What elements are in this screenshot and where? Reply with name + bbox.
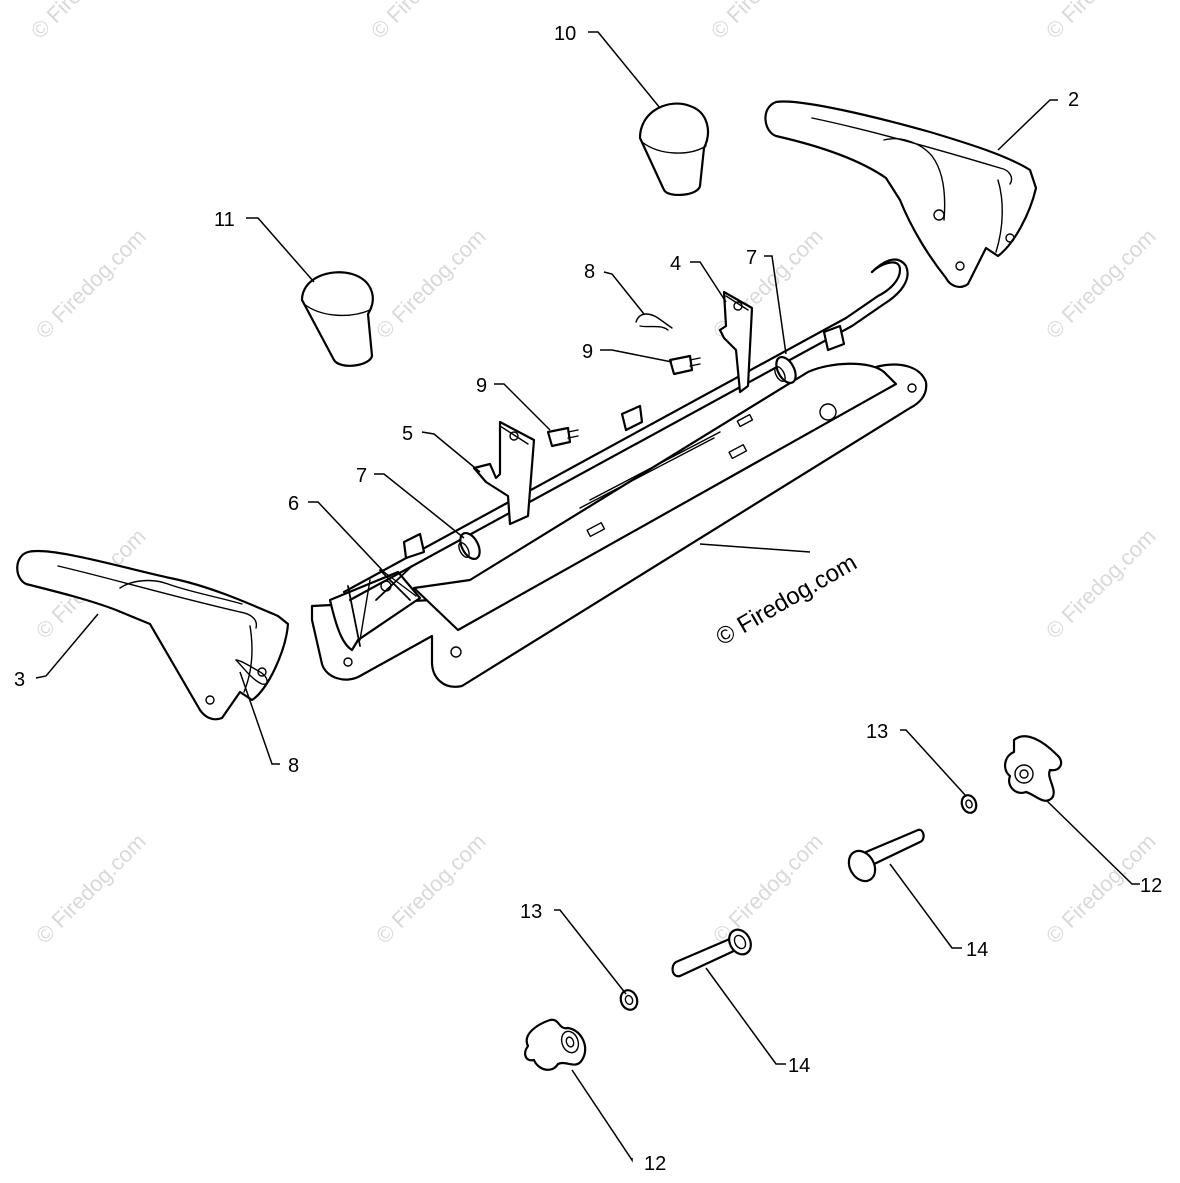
pin-part-8-upper (635, 313, 673, 331)
callout-8-upper: 8 (584, 261, 595, 283)
watermark-text: © Firedog.com (31, 224, 151, 344)
watermark-text: © Firedog.com (708, 829, 828, 949)
handle-part-2 (764, 100, 1038, 288)
callout-6: 6 (288, 493, 299, 515)
callout-4: 4 (670, 253, 681, 275)
watermark-text: © Firedog.com (706, 0, 826, 44)
callout-5: 5 (402, 423, 413, 445)
callout-12-lower: 12 (644, 1153, 666, 1175)
callout-13-lower: 13 (520, 901, 542, 923)
linkage-part-6 (347, 565, 413, 647)
frame-tabs (402, 324, 846, 560)
watermark-text: © Firedog.com (26, 0, 146, 44)
watermark-text: © Firedog.com (371, 224, 491, 344)
handle-part-3 (16, 549, 290, 721)
callout-14-lower: 14 (788, 1055, 810, 1077)
spacer-part-7-left (458, 531, 481, 561)
spacer-part-7-right (774, 355, 797, 385)
bracket-part-5 (472, 420, 536, 526)
callout-12-upper: 12 (1140, 875, 1162, 897)
main-frame (310, 362, 928, 688)
pin-part-8-lower (235, 659, 268, 685)
shaft-rod (342, 258, 909, 602)
callout-7-left: 7 (356, 465, 367, 487)
callout-8-lower: 8 (288, 755, 299, 777)
watermark-text: © Firedog.com (371, 829, 491, 949)
watermark-text: © Firedog.com (366, 0, 486, 44)
carriage-bolt-part-14-lower (671, 928, 752, 978)
center-watermark: © Firedog.com (712, 549, 862, 651)
bolt-part-9-lower (546, 426, 579, 448)
watermark-text: © Firedog.com (31, 829, 151, 949)
star-knob-part-12-upper (1004, 735, 1063, 802)
bracket-part-4 (718, 290, 754, 394)
callout-3: 3 (14, 669, 25, 691)
knob-part-11 (300, 271, 374, 367)
washer-part-13-upper (960, 794, 978, 814)
watermark-layer: © Firedog.com © Firedog.com © Firedog.co… (26, 0, 1161, 949)
watermark-text: © Firedog.com (1041, 224, 1161, 344)
callout-14-upper: 14 (966, 939, 988, 961)
callouts: 10 2 11 8 4 7 9 9 5 7 6 3 8 13 12 14 13 … (14, 23, 1162, 1175)
callout-7-right: 7 (746, 247, 757, 269)
callout-13-upper: 13 (866, 721, 888, 743)
star-knob-part-12-lower (524, 1018, 587, 1071)
knob-part-10 (638, 102, 709, 196)
watermark-text: © Firedog.com (1041, 0, 1161, 44)
callout-9-upper: 9 (582, 341, 593, 363)
leader-lines (35, 31, 1140, 1163)
callout-9-lower: 9 (476, 375, 487, 397)
callout-11: 11 (214, 209, 235, 231)
callout-2: 2 (1068, 89, 1079, 111)
callout-10: 10 (554, 23, 576, 45)
washer-part-13-lower (619, 989, 639, 1011)
bolt-part-9-upper (668, 354, 701, 376)
carriage-bolt-part-14-upper (847, 828, 925, 883)
watermark-text: © Firedog.com (1041, 524, 1161, 644)
